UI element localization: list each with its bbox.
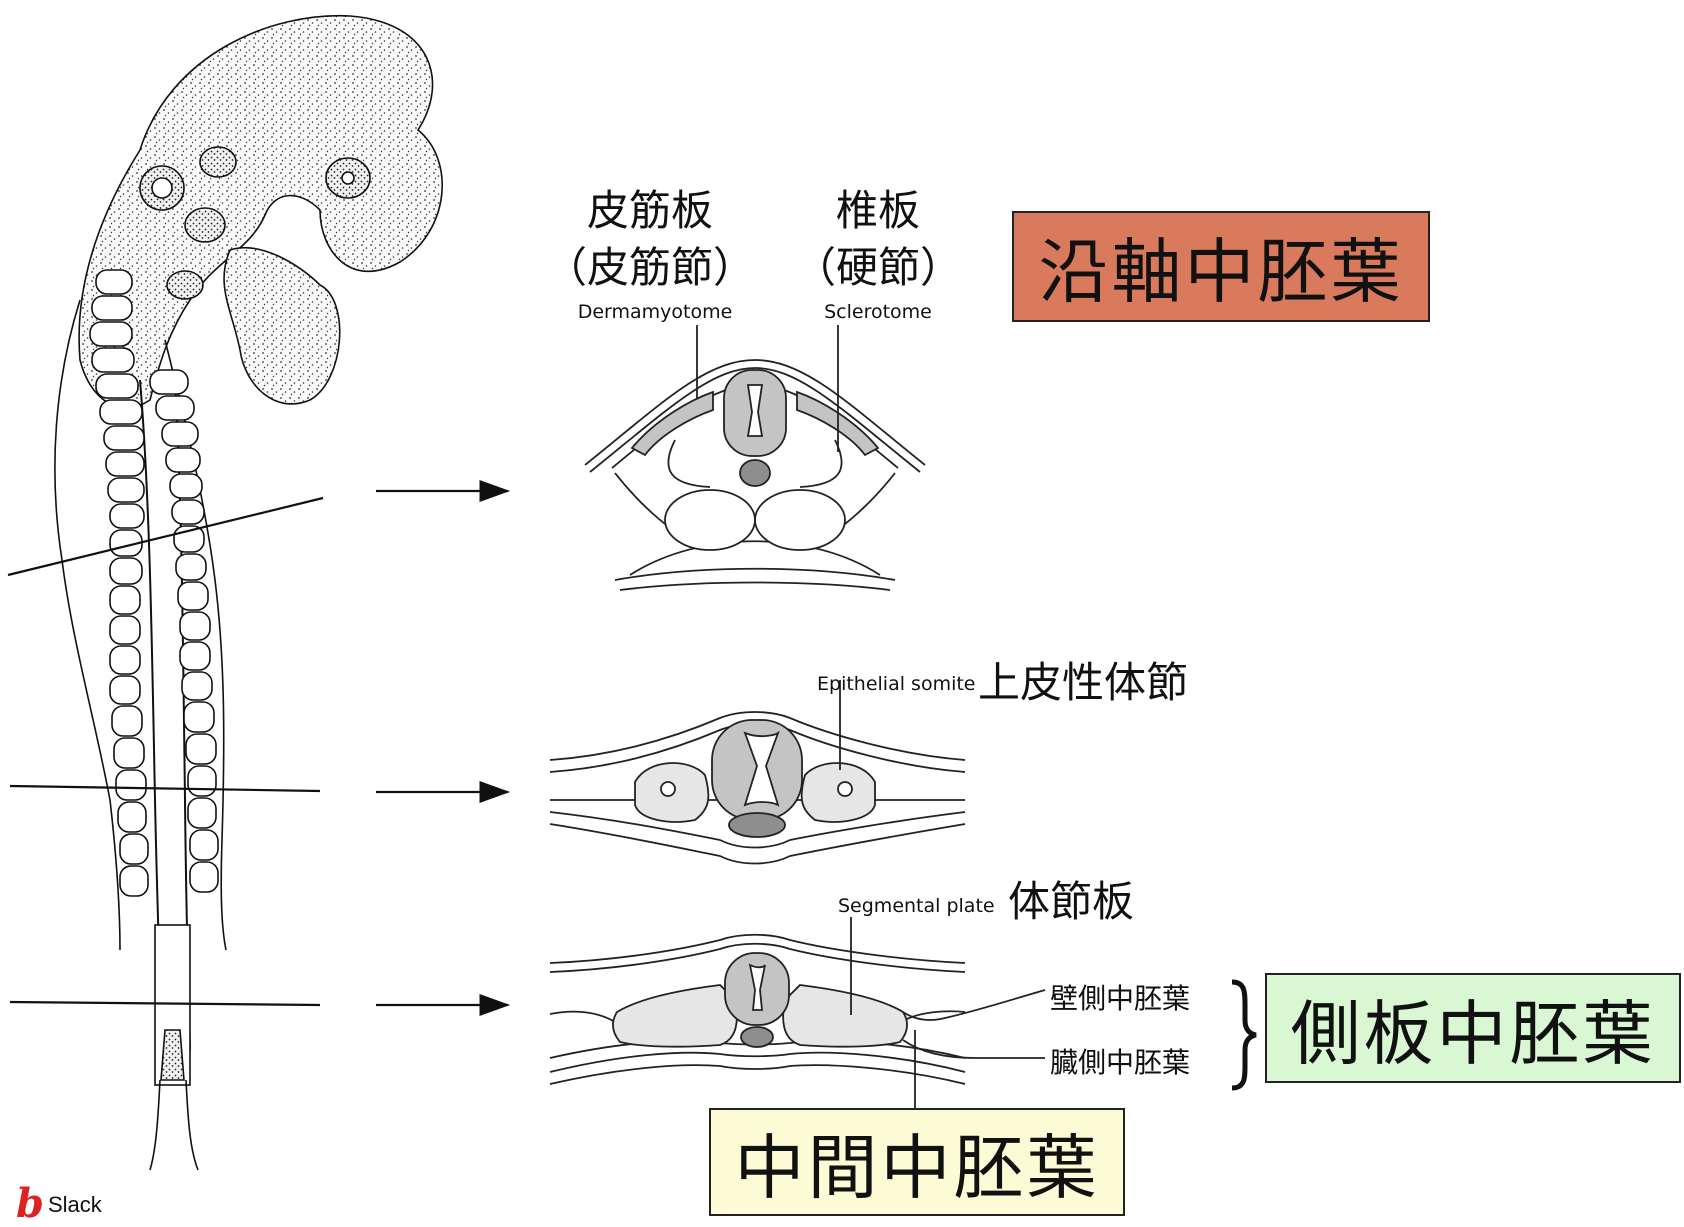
section-arrows	[376, 491, 508, 1005]
paraxial-mesoderm-label: 沿軸中胚葉	[1039, 216, 1404, 317]
notochord-section-1	[740, 460, 770, 486]
intermediate-mesoderm-box: 中間中胚葉	[709, 1108, 1125, 1216]
segmental-plate-right	[783, 985, 907, 1047]
segmental-plate-en-label: Segmental plate	[838, 895, 995, 917]
embryo-drawing	[55, 16, 442, 1170]
section-dermamyotome-sclerotome	[585, 325, 925, 590]
visceral-mesoderm-label: 臓側中胚葉	[1050, 1046, 1190, 1079]
intermediate-mesoderm-label: 中間中胚葉	[735, 1112, 1100, 1213]
lateral-mesoderm-left	[613, 985, 737, 1047]
section-epithelial-somite	[550, 680, 965, 864]
parietal-mesoderm-label: 壁側中胚葉	[1050, 982, 1190, 1015]
section-segmental-plate	[550, 917, 1045, 1108]
lateral-plate-mesoderm-label: 側板中胚葉	[1291, 978, 1656, 1079]
heart-tube	[224, 248, 340, 404]
sclerotome-jp-alt-label: （硬節）	[794, 243, 962, 292]
epithelial-somite-en-label: Epithelial somite	[817, 673, 976, 695]
sclerotome-jp-label: 椎板	[836, 186, 920, 235]
figure-panel-letter: b	[16, 1180, 44, 1227]
sclerotome-en-label: Sclerotome	[824, 301, 932, 323]
paraxial-mesoderm-box: 沿軸中胚葉	[1012, 211, 1430, 322]
notochord-section-3	[741, 1027, 773, 1047]
dermamyotome-jp-label: 皮筋板	[587, 186, 713, 235]
notochord-section-2	[729, 813, 785, 837]
bracket-brace	[1232, 982, 1256, 1088]
dermamyotome-en-label: Dermamyotome	[578, 301, 733, 323]
somite-chain-right	[150, 370, 218, 892]
epithelial-somite-jp-label: 上皮性体節	[978, 658, 1188, 707]
figure-source: Slack	[48, 1192, 102, 1218]
dermamyotome-jp-alt-label: （皮筋節）	[545, 243, 755, 292]
lateral-plate-mesoderm-box: 側板中胚葉	[1265, 973, 1681, 1083]
segmental-plate-jp-label: 体節板	[1008, 877, 1134, 926]
